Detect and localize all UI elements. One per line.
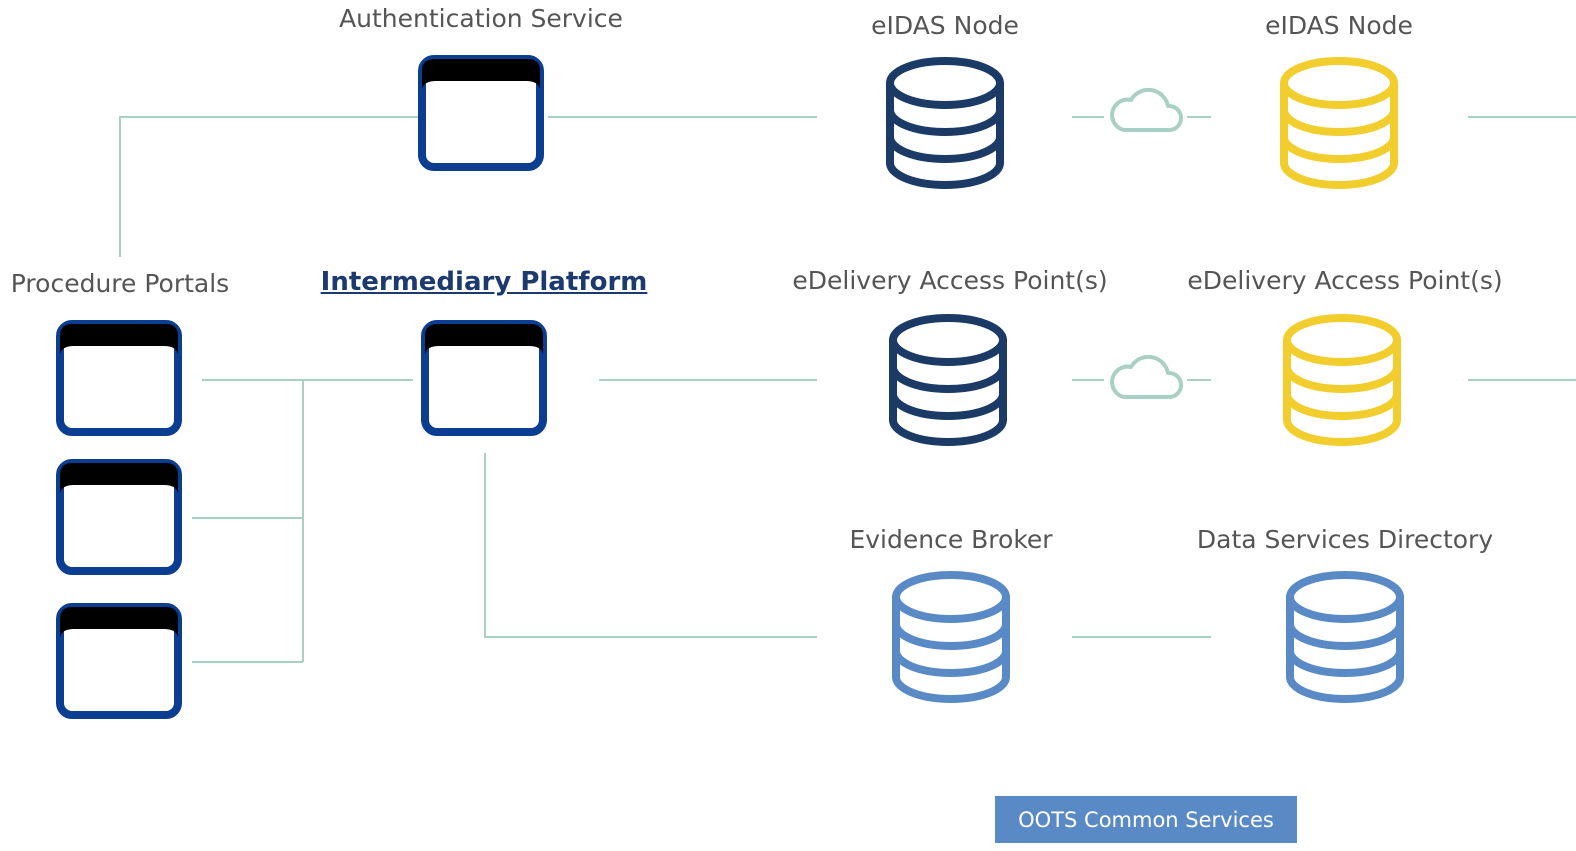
evidence-broker-database-icon (892, 571, 1010, 703)
authentication-service-window-icon (422, 59, 540, 167)
edelivery-right-database-icon (1283, 314, 1401, 446)
procedure-portal-1-window-icon (60, 324, 178, 432)
line-portals-to-auth (119, 116, 420, 257)
procedure-portal-2-window-icon (60, 463, 178, 571)
data-services-directory-database-icon (1286, 571, 1404, 703)
edelivery-left-label: eDelivery Access Point(s) (792, 266, 1108, 295)
cloud-icon (1110, 87, 1183, 132)
edelivery-right-label: eDelivery Access Point(s) (1187, 266, 1503, 295)
eidas-node-right-database-icon (1280, 57, 1398, 189)
edelivery-left-database-icon (889, 314, 1007, 446)
intermediary-platform-link[interactable]: Intermediary Platform (320, 267, 648, 297)
procedure-portal-3-window-icon (60, 607, 178, 715)
authentication-service-label: Authentication Service (339, 4, 623, 33)
legend-oots-common-services: OOTS Common Services (995, 796, 1297, 843)
eidas-node-left-label: eIDAS Node (871, 11, 1019, 40)
line-intermediary-to-broker (484, 453, 817, 638)
eidas-node-right-label: eIDAS Node (1265, 11, 1413, 40)
eidas-node-left-database-icon (886, 57, 1004, 189)
evidence-broker-label: Evidence Broker (849, 525, 1053, 554)
connector-lines (119, 116, 1576, 663)
cloud-icon (1110, 354, 1183, 399)
procedure-portals-label: Procedure Portals (10, 269, 230, 298)
data-services-directory-label: Data Services Directory (1196, 525, 1494, 554)
databases (886, 57, 1404, 703)
intermediary-platform-window-icon (425, 324, 543, 432)
